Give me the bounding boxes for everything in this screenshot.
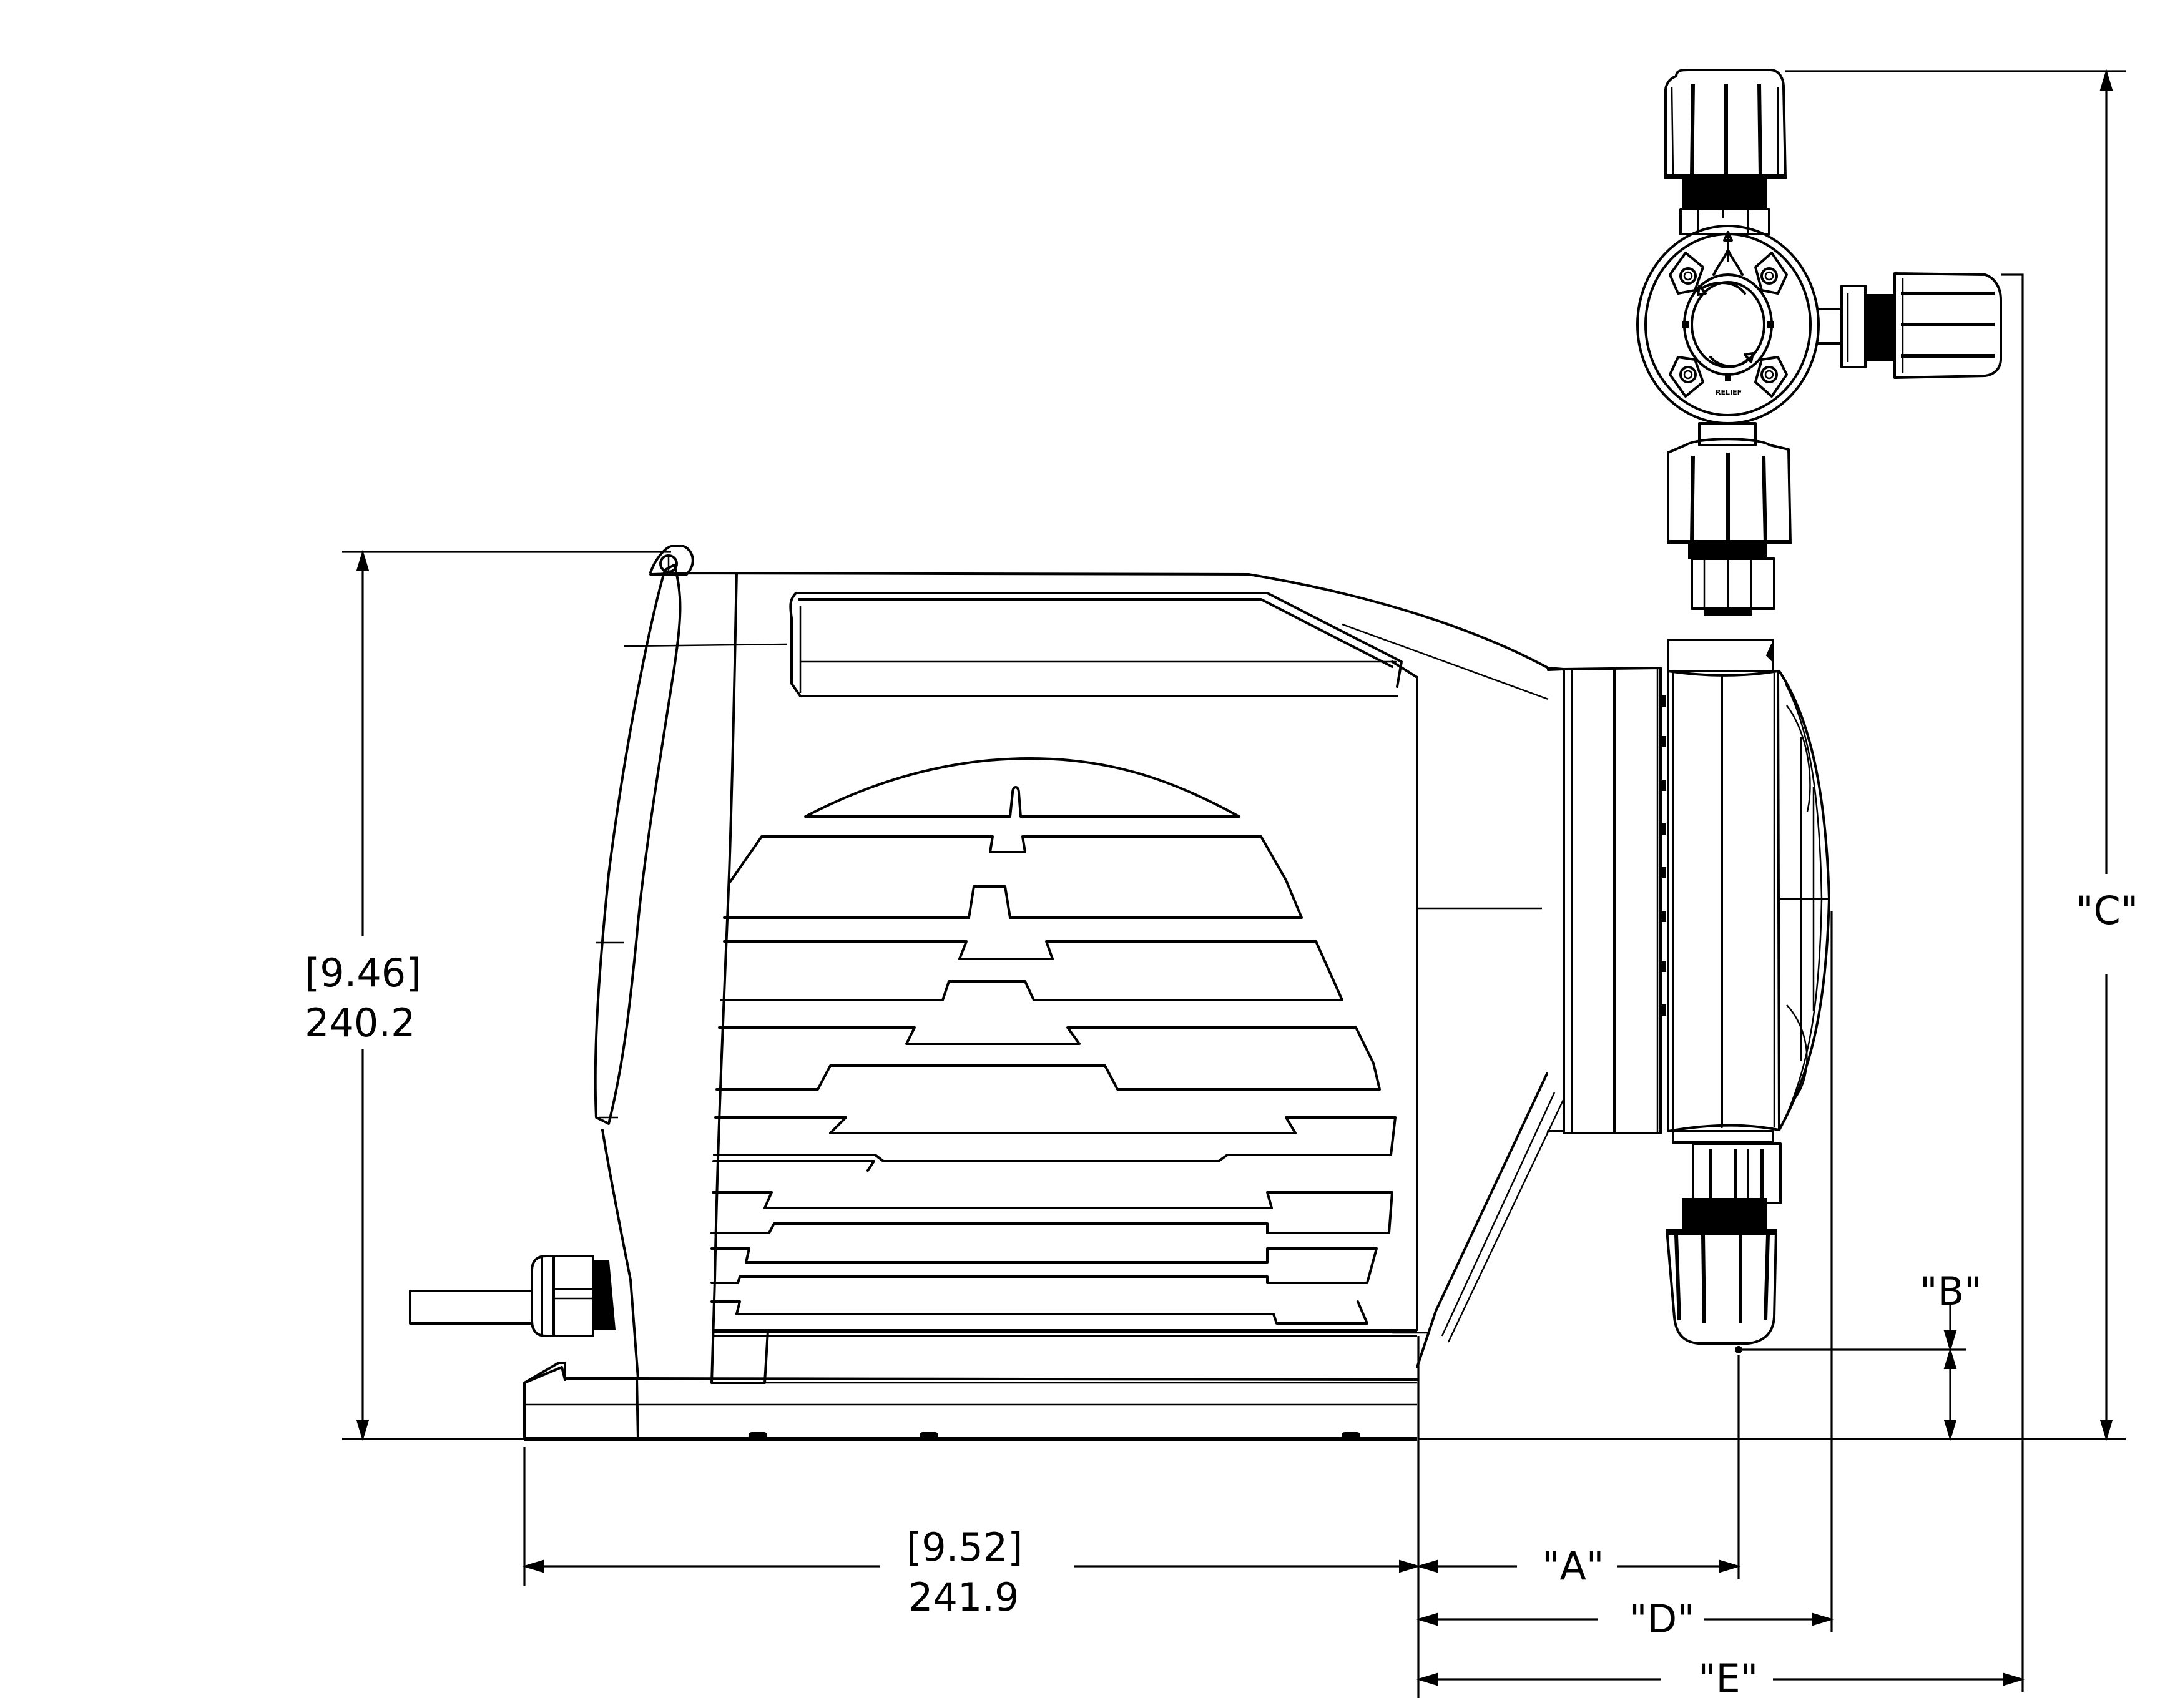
height-mm: 240.2 xyxy=(305,1000,416,1046)
side-port-thread xyxy=(1865,294,1894,361)
side-port-collar xyxy=(1840,285,1867,368)
flange-bolts xyxy=(1661,695,1666,1016)
lifting-tab xyxy=(649,545,694,576)
height-inches: [9.46] xyxy=(305,950,421,996)
head-body xyxy=(1667,639,1774,672)
discharge-valve-assembly: RELIEF xyxy=(1636,69,2002,616)
mid-fitting-nut xyxy=(1667,438,1792,544)
top-thread xyxy=(1682,177,1767,210)
dim-E-label: "E" xyxy=(1698,1656,1758,1701)
pump-head xyxy=(1547,639,1830,1144)
dimension-lines: [9.46] 240.2 [9.52] 241.9 "A" "D" "E" xyxy=(305,69,2138,1701)
side-port-nut xyxy=(1893,272,2002,379)
dim-C-label: "C" xyxy=(2076,888,2138,933)
housing-shoulder xyxy=(1247,573,1565,670)
vent-grille xyxy=(710,757,1397,1325)
length-mm: 241.9 xyxy=(908,1574,1019,1620)
relief-label: RELIEF xyxy=(1716,388,1742,396)
length-inches: [9.52] xyxy=(906,1524,1023,1570)
relief-knob xyxy=(1683,273,1773,376)
suction-thread xyxy=(1682,1198,1767,1229)
dim-D-label: "D" xyxy=(1629,1596,1695,1642)
suction-datum-dot xyxy=(1735,1346,1742,1353)
adapter-flange xyxy=(1563,667,1662,1134)
cable-gland xyxy=(409,1255,616,1337)
suction-fitting xyxy=(1666,1142,1782,1353)
carry-handle xyxy=(789,592,1403,697)
dim-B-label: "B" xyxy=(1920,1269,1982,1314)
motor-housing xyxy=(594,545,1565,1384)
suction-nut xyxy=(1666,1229,1777,1345)
top-fitting-nut xyxy=(1664,69,1787,179)
mounting-base xyxy=(523,1362,1418,1441)
dim-A-label: "A" xyxy=(1542,1543,1604,1589)
tab-pin-icon xyxy=(659,554,678,573)
power-cord xyxy=(409,1290,533,1325)
end-cap-outline xyxy=(594,564,682,1125)
valve-bolts xyxy=(1669,252,1788,398)
